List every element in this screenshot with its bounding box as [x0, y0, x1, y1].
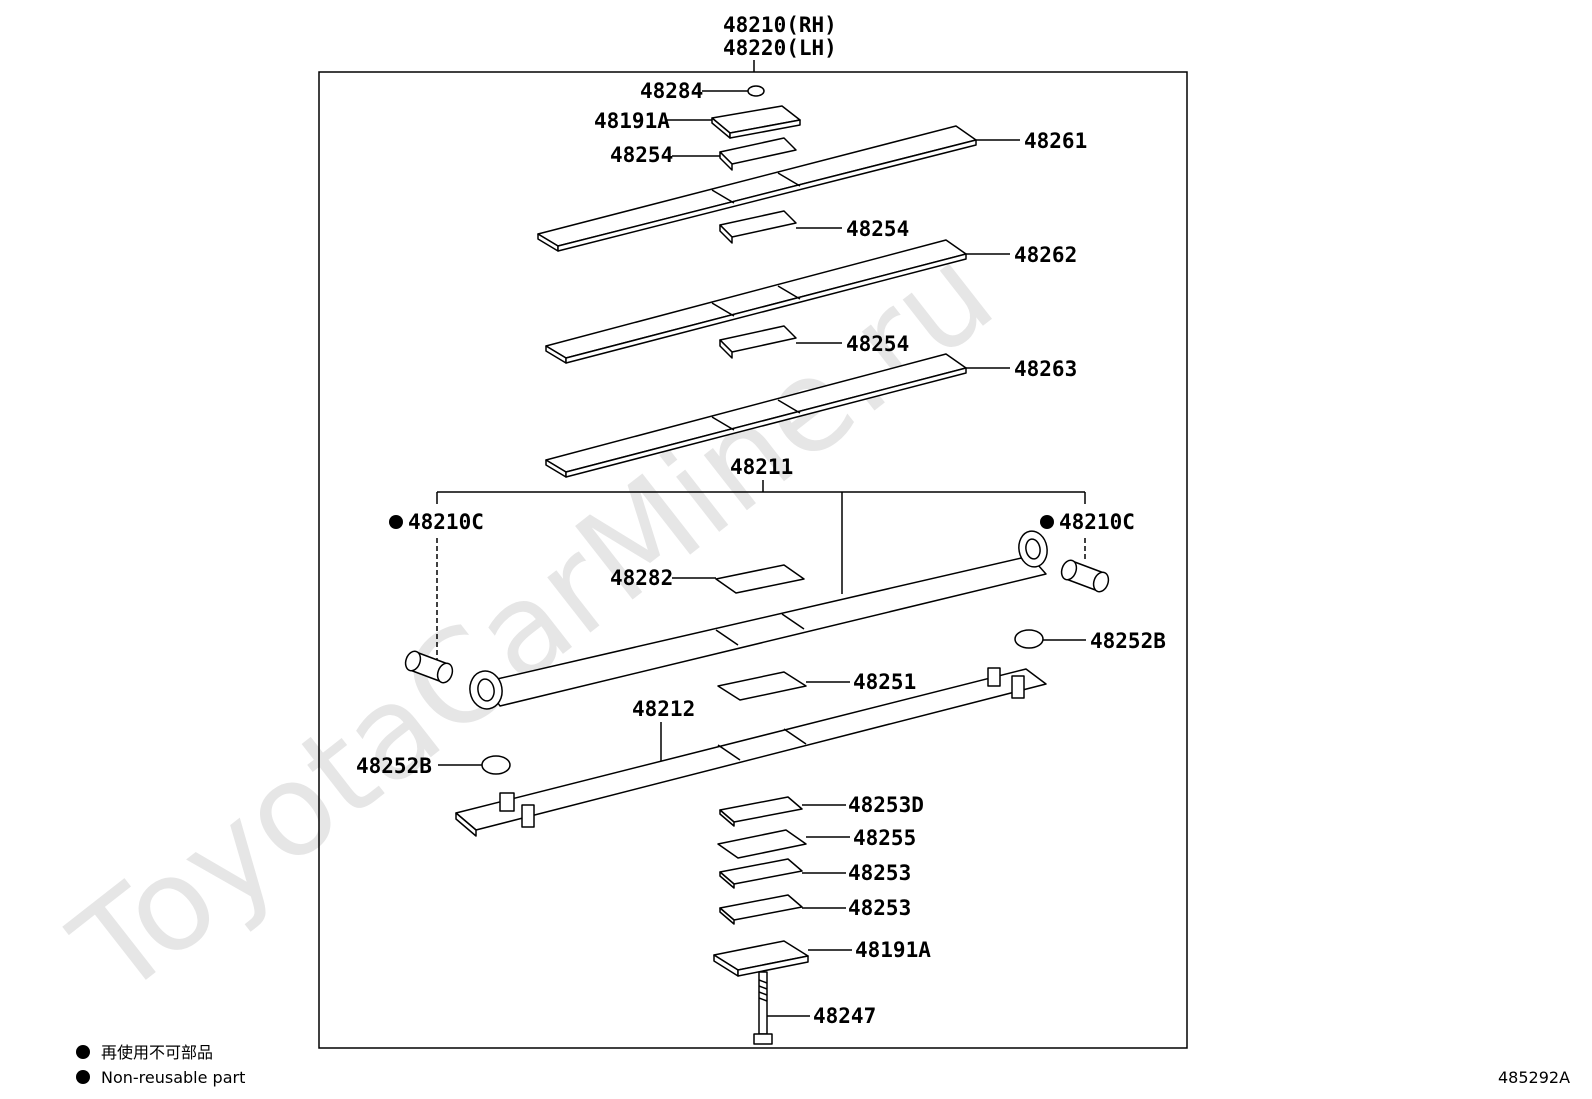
non-reusable-marker-left	[389, 515, 403, 529]
label-48251: 48251	[853, 670, 916, 694]
label-48252B-left: 48252B	[356, 754, 432, 778]
non-reusable-marker-right	[1040, 515, 1054, 529]
assembly-label-rh: 48210(RH)	[723, 13, 837, 37]
label-48210C-right: 48210C	[1059, 510, 1135, 534]
label-48253-2: 48253	[848, 896, 911, 920]
part-48255-spacer	[717, 829, 807, 859]
label-48262: 48262	[1014, 243, 1077, 267]
label-48282: 48282	[610, 566, 673, 590]
part-48212-leaf	[455, 667, 1047, 837]
part-48211-main-leaf	[469, 530, 1048, 710]
label-48255: 48255	[853, 826, 916, 850]
part-48247-center-bolt	[753, 971, 773, 1045]
part-48284-nut	[747, 85, 765, 97]
label-48191A-top: 48191A	[594, 109, 670, 133]
part-48254-clip-2	[719, 210, 797, 238]
label-48261: 48261	[1024, 129, 1087, 153]
label-48254-1: 48254	[610, 143, 673, 167]
label-48254-3: 48254	[846, 332, 909, 356]
label-48210C-left: 48210C	[408, 510, 484, 534]
part-48253-spacer-1	[719, 858, 803, 885]
part-48253-spacer-2	[719, 894, 803, 921]
part-48251-pad	[717, 671, 807, 701]
label-48254-2: 48254	[846, 217, 909, 241]
label-48212: 48212	[632, 697, 695, 721]
label-48253-1: 48253	[848, 861, 911, 885]
legend-text-ja: 再使用不可部品	[101, 1043, 213, 1062]
label-48211: 48211	[730, 455, 793, 479]
part-48252B-rubber-right	[1014, 629, 1044, 649]
part-48252B-rubber-left	[481, 755, 511, 775]
legend-text-en: Non-reusable part	[101, 1068, 245, 1087]
part-48210C-bushing-left	[404, 650, 454, 684]
legend-marker-ja	[76, 1045, 90, 1059]
label-48252B-right: 48252B	[1090, 629, 1166, 653]
assembly-label-lh: 48220(LH)	[723, 36, 837, 60]
diagram-code: 485292A	[1498, 1068, 1570, 1087]
label-48284: 48284	[640, 79, 703, 103]
label-48191A-bottom: 48191A	[855, 938, 931, 962]
part-48254-clip-1	[719, 137, 797, 165]
part-48282-pad	[715, 564, 805, 594]
label-48253D: 48253D	[848, 793, 924, 817]
part-48253D-spacer	[719, 796, 803, 823]
legend-marker-en	[76, 1070, 90, 1084]
part-48210C-bushing-right	[1060, 559, 1110, 593]
diagram-frame	[318, 71, 1188, 1049]
label-48247: 48247	[813, 1004, 876, 1028]
label-48263: 48263	[1014, 357, 1077, 381]
